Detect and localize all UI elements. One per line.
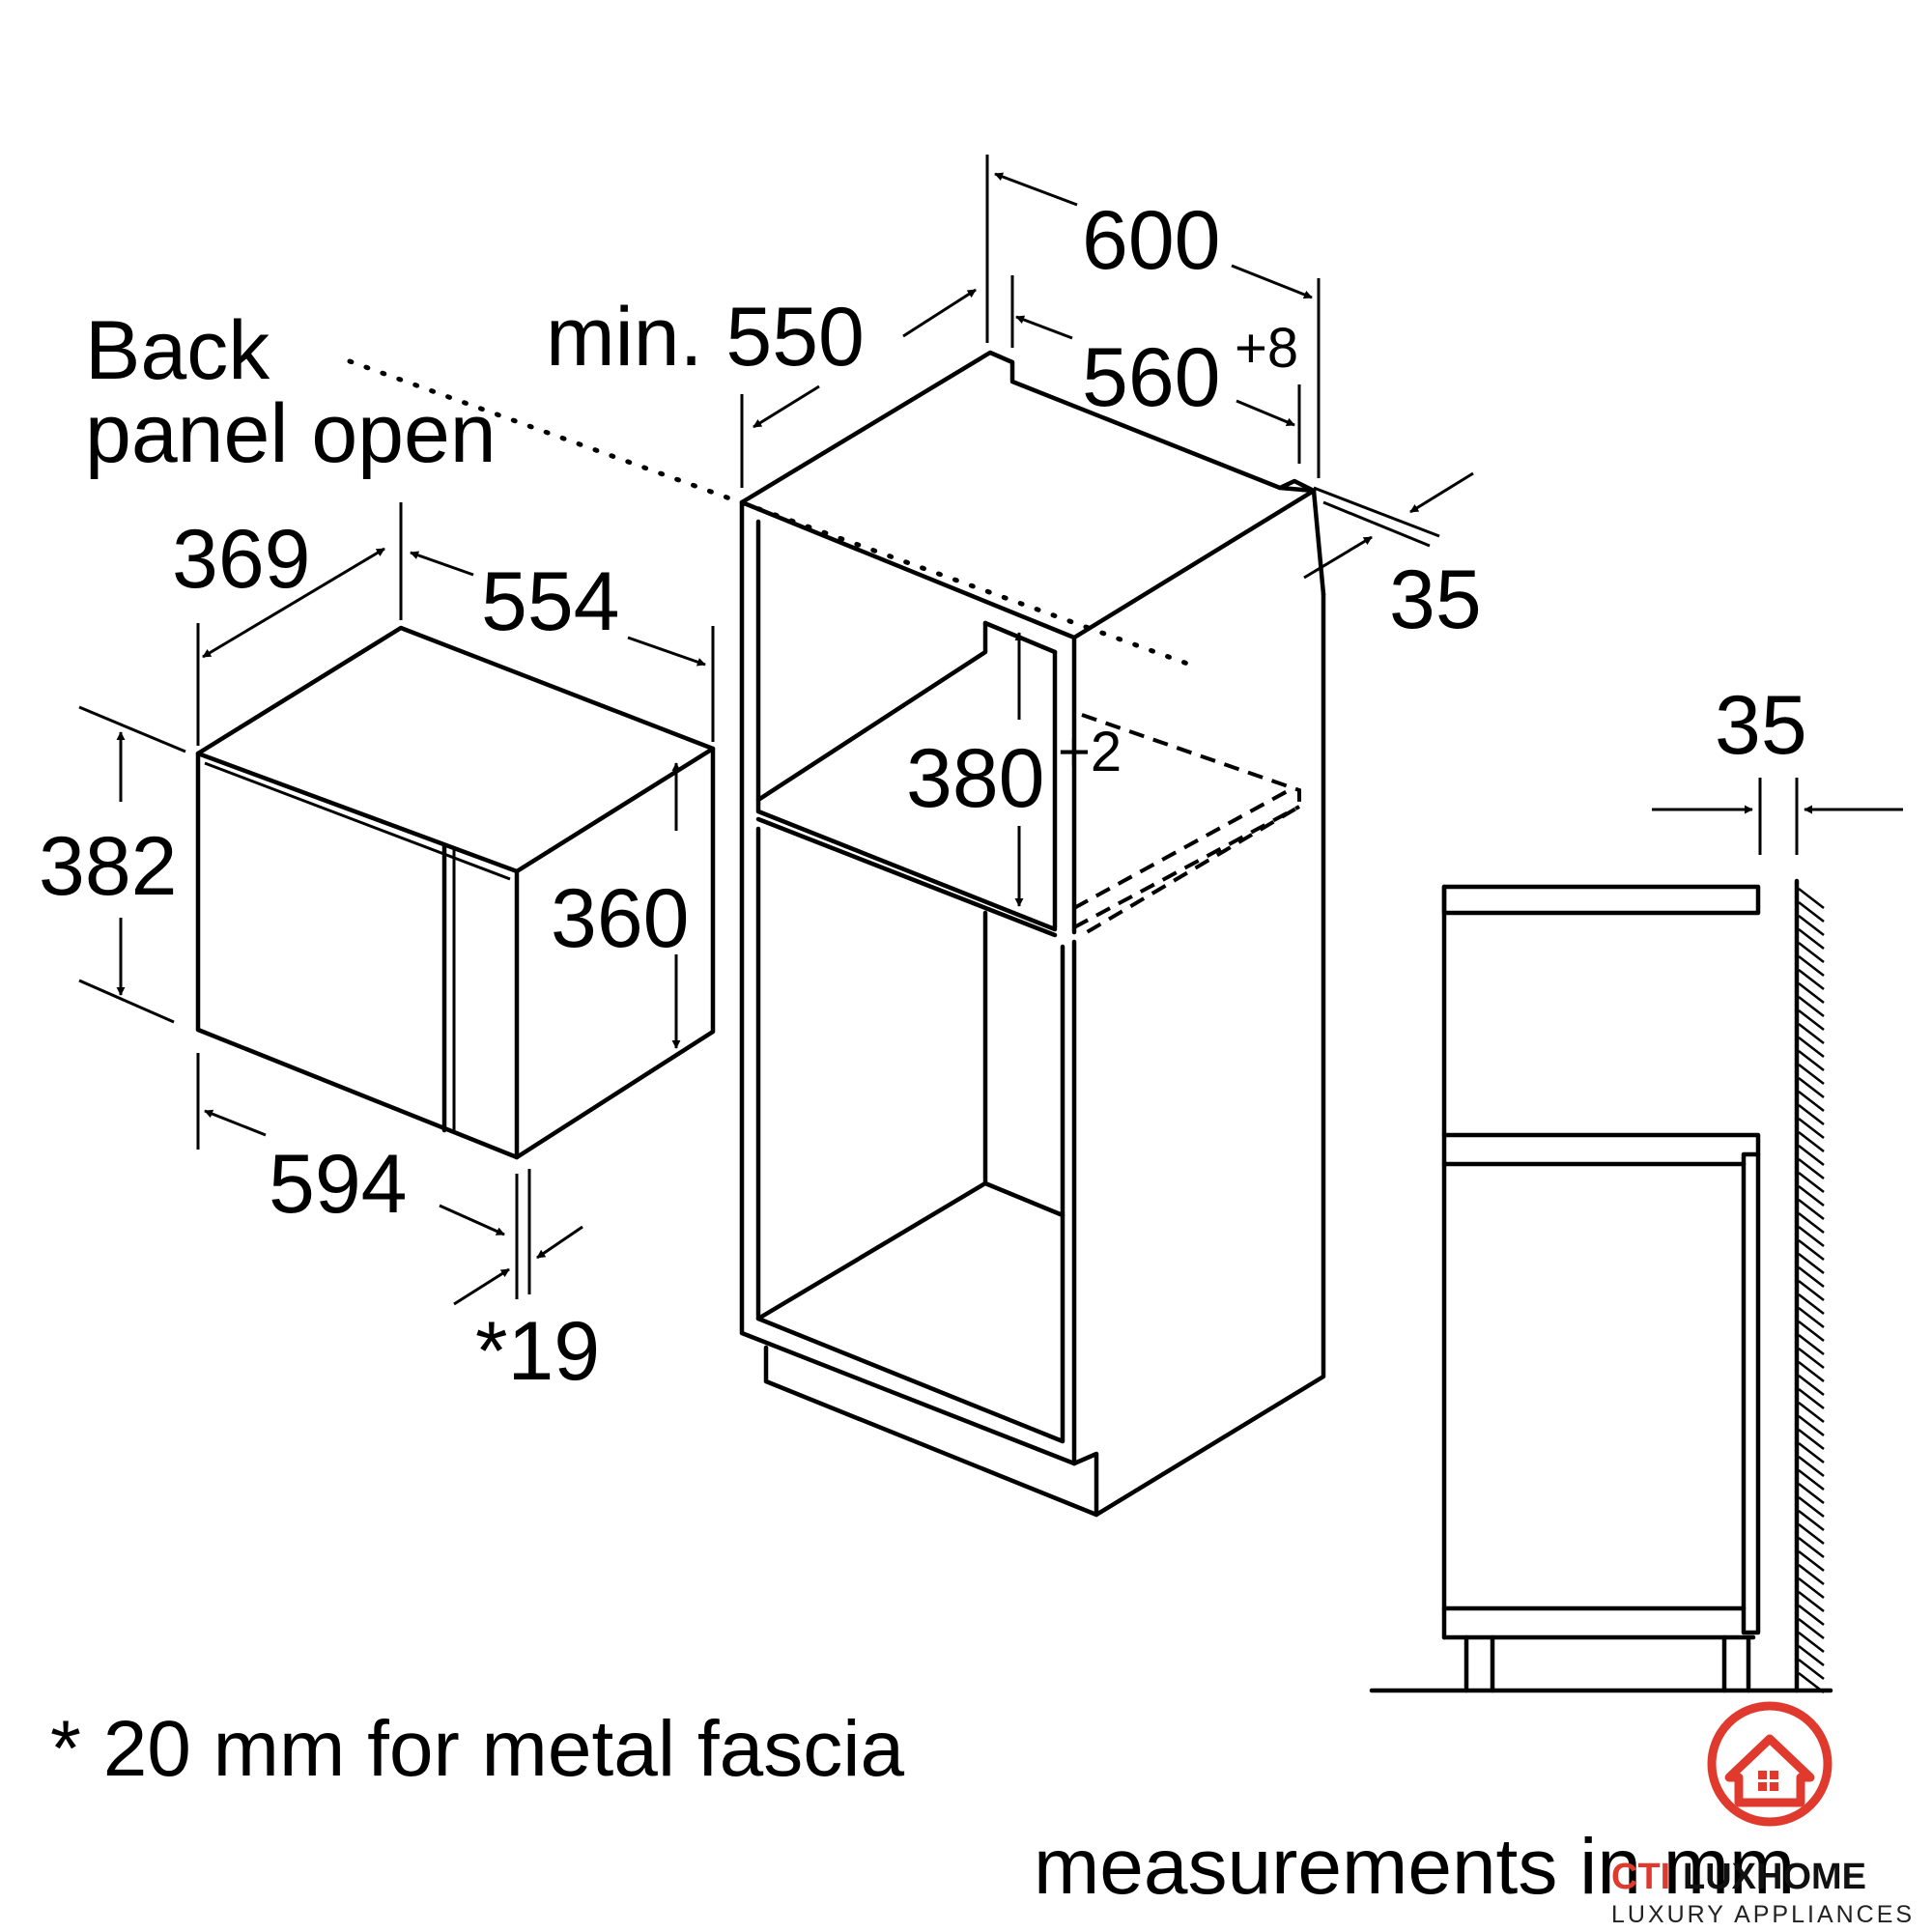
label-19: *19 <box>475 1305 600 1398</box>
logo-brand-b: LUXHOME <box>1683 1857 1866 1897</box>
label-369: 369 <box>172 513 311 606</box>
dim-min-550: min. 550 <box>546 155 989 488</box>
label-594: 594 <box>269 1138 408 1231</box>
label-35-side: 35 <box>1715 679 1807 772</box>
label-back-panel-1: Back <box>85 304 270 397</box>
dim-35-top: 35 <box>1303 471 1482 646</box>
label-560: 560 <box>1082 331 1221 424</box>
dim-35-side: 35 <box>1652 679 1903 855</box>
tall-cabinet <box>739 350 1326 1518</box>
footnote-metal-fascia: * 20 mm for metal fascia <box>50 1705 904 1793</box>
label-min-550: min. 550 <box>546 291 865 384</box>
brand-watermark: CTI LUXHOME LUXURY APPLIANCES <box>1611 1701 1915 1928</box>
label-600: 600 <box>1082 194 1221 287</box>
logo-ring-icon <box>1707 1701 1833 1827</box>
dim-19: *19 <box>453 1169 600 1398</box>
logo-house-icon <box>1724 1734 1815 1807</box>
label-380: 380 <box>906 732 1045 825</box>
label-380-tol: +2 <box>1058 721 1122 783</box>
dim-560: 560 +8 <box>1010 275 1301 464</box>
logo-tagline: LUXURY APPLIANCES <box>1611 1901 1915 1928</box>
dim-360: 360 <box>551 762 690 1049</box>
label-560-tol: +8 <box>1235 317 1298 380</box>
label-360: 360 <box>551 872 690 965</box>
dim-600: 600 <box>994 172 1321 478</box>
label-382: 382 <box>39 820 178 913</box>
wall-hatching <box>1798 888 1825 1693</box>
logo-brand-a: CTI <box>1611 1857 1670 1897</box>
dim-594: 594 <box>196 1053 505 1236</box>
dim-369: 369 <box>172 502 403 746</box>
label-554: 554 <box>481 555 620 648</box>
units-note: measurements in mm <box>1034 1823 1795 1911</box>
side-view <box>1369 878 1833 1693</box>
dim-380: 380 +2 <box>906 632 1122 907</box>
microwave-appliance <box>195 625 716 1160</box>
label-35-top: 35 <box>1389 554 1482 646</box>
dim-382: 382 <box>39 705 186 1024</box>
dim-554: 554 <box>410 551 715 742</box>
label-back-panel-2: panel open <box>85 387 497 480</box>
